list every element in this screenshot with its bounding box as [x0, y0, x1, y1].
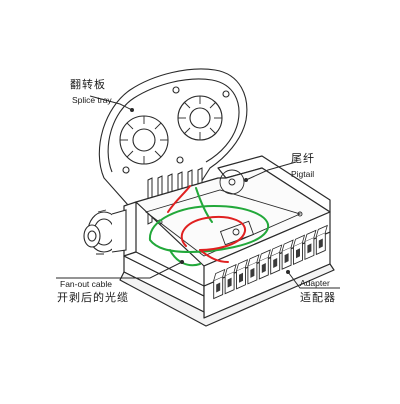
spool-right-hub — [189, 107, 211, 129]
fiber-green-loop — [148, 204, 269, 254]
adapter-port — [270, 244, 283, 275]
fanout-label-en: Fan-out cable — [60, 279, 112, 289]
adapter-port — [213, 268, 226, 300]
adapter-port — [224, 263, 237, 295]
spool-left-slots — [120, 116, 168, 164]
splice-tray-label-en: Splice tray — [72, 95, 112, 105]
splice-tray — [98, 68, 248, 206]
pigtail-label-en: Pigtail — [291, 169, 315, 179]
adapter-port — [258, 249, 271, 280]
leader-lines — [56, 95, 340, 289]
splice-tray-label-cn: 翻转板 — [70, 78, 106, 91]
adapter-panel — [213, 224, 328, 300]
tray-hole — [176, 156, 184, 164]
tray-hole — [172, 86, 180, 94]
box-base — [119, 263, 335, 327]
adapter-port — [281, 239, 294, 270]
leader-pigtail — [245, 161, 297, 181]
cable-gland — [83, 209, 127, 255]
fiber-red-loop — [180, 216, 247, 251]
adapter-label-en: Adapter — [300, 278, 330, 288]
pigtail-label-cn: 尾纤 — [291, 152, 315, 165]
adapter-port — [293, 234, 306, 265]
adapter-port — [236, 259, 249, 290]
adapter-label-cn: 适配器 — [300, 291, 336, 304]
fixing-screw — [297, 211, 303, 217]
leader-splice-tray — [89, 95, 133, 111]
leader-fanout — [56, 261, 183, 279]
fixing-screw — [232, 228, 240, 236]
tray-hole — [122, 166, 130, 174]
adapter-port — [304, 229, 317, 261]
splice-tray-inner-rim — [107, 78, 240, 173]
spool-left-hub — [132, 128, 156, 152]
adapter-port — [247, 254, 260, 285]
spool-right-slots — [178, 96, 222, 140]
box-inner-floor — [145, 169, 303, 257]
adapter-port — [315, 224, 328, 256]
fanout-label-cn: 开剥后的光缆 — [57, 291, 129, 304]
tray-hole — [222, 90, 230, 98]
fiber-red-run — [167, 185, 229, 263]
leader-adapter — [287, 271, 340, 289]
pigtail-coil-holder — [219, 169, 245, 195]
